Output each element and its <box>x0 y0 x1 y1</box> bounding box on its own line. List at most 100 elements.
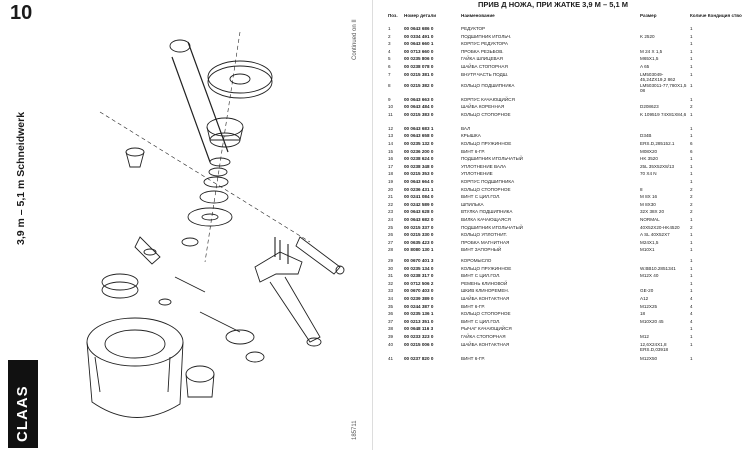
row-pos: 3 <box>388 41 391 47</box>
row-size: ERS.D,285152.1 <box>640 141 675 146</box>
row-part-number: 00 0215 006 0 <box>404 341 434 347</box>
row-part-number: 00 0670 401 3 <box>404 258 434 263</box>
row-pos: 10 <box>388 104 394 110</box>
row-pos: 12 <box>388 125 394 131</box>
row-pos: 36 <box>388 311 394 317</box>
row-name: РЕМЕНЬ КЛИНОВОЙ <box>461 280 508 286</box>
row-name: ВИНТ С ЦИЛ.ГОЛ. <box>461 273 501 279</box>
row-size: A12 <box>640 296 649 301</box>
row-part-number: 00 0235 806 0 <box>404 56 434 62</box>
row-part-number: 00 0235 136 1 <box>404 311 434 317</box>
row-name: ШПИЛЬКА <box>461 201 484 207</box>
row-part-number: 00 0233 323 0 <box>404 334 434 339</box>
section-title: 3,9 m – 5,1 m Schneidwerk <box>15 111 27 245</box>
row-pos: 39 <box>388 334 394 339</box>
row-part-number: 00 0238 078 0 <box>404 64 434 69</box>
row-quantity: 4 <box>690 311 693 317</box>
row-size: M 8X30 <box>640 201 656 207</box>
row-quantity: 2 <box>690 186 693 192</box>
row-name: ВИНТ С ЦИЛ.ГОЛ. <box>461 194 501 200</box>
row-quantity: 1 <box>690 258 693 263</box>
row-pos: 27 <box>388 239 394 245</box>
row-quantity: 1 <box>690 82 693 88</box>
row-name: ВИНТ ЗАПОРНЫЙ <box>461 247 502 253</box>
row-size: 8 <box>640 186 643 192</box>
row-quantity: 1 <box>690 171 693 177</box>
row-size: M12 <box>640 334 649 339</box>
header-quantity: Количе Кондиция ство <box>690 13 742 18</box>
row-part-number: 00 0238 317 0 <box>404 273 434 279</box>
row-quantity: 1 <box>690 156 693 162</box>
row-pos: 24 <box>388 217 394 222</box>
row-part-number: 00 0215 381 0 <box>404 71 434 77</box>
row-name: ПОДШИПНИК ИГОЛЬЧ. <box>461 33 512 39</box>
page-number: 10 <box>10 2 33 24</box>
row-name: ПРОБКА РЕЗЬБОВ. <box>461 48 504 54</box>
row-quantity: 1 <box>690 48 693 54</box>
row-name: КОЛЬЦО СТОПОРНОЕ <box>461 186 511 192</box>
exploded-view-drawing <box>86 31 345 418</box>
row-pos: 31 <box>388 273 394 279</box>
row-name: ШАЙБА КОНТАКТНАЯ <box>461 341 510 347</box>
row-quantity: 1 <box>690 111 693 117</box>
row-pos: 34 <box>388 296 394 301</box>
row-part-number: 00 8080 130 1 <box>404 247 434 253</box>
row-name: КОЛЬЦО СТОПОРНОЕ <box>461 111 511 117</box>
row-quantity: 1 <box>690 239 693 245</box>
row-quantity: 4 <box>690 318 693 324</box>
row-part-number: 00 0242 589 0 <box>404 201 434 207</box>
row-size: M24X1,5 <box>640 239 659 245</box>
row-name: ШКИВ КЛИНОРЕМЕН. <box>461 288 510 294</box>
row-part-number: 00 0215 383 0 <box>404 111 434 117</box>
row-pos: 19 <box>388 179 394 184</box>
row-name: ВАЛ <box>461 125 471 131</box>
row-part-number: 00 0643 682 0 <box>404 217 434 222</box>
row-size: M65X1,5 <box>640 56 659 62</box>
row-part-number: 00 0635 423 0 <box>404 239 434 245</box>
row-pos: 40 <box>388 341 394 347</box>
row-quantity: 2 <box>690 224 693 230</box>
row-quantity: 6 <box>690 141 693 146</box>
row-name: ПОДШИПНИК ИГОЛЬЧАТЫЙ <box>461 224 523 230</box>
row-part-number: 00 0239 389 0 <box>404 296 434 301</box>
row-pos: 6 <box>388 64 391 69</box>
row-pos: 41 <box>388 355 394 361</box>
row-quantity: 1 <box>690 33 693 39</box>
row-size: D34B <box>640 133 652 139</box>
row-quantity: 1 <box>690 326 693 332</box>
document-number: 185711 <box>352 420 358 440</box>
row-name: ВИНТ 6-ГР. <box>461 355 485 361</box>
row-quantity: 4 <box>690 296 693 301</box>
row-quantity: 1 <box>690 341 693 347</box>
row-size: M08X20 <box>640 148 658 154</box>
row-quantity: 6 <box>690 148 693 154</box>
row-name: ШАЙБА КОНТАКТНАЯ <box>461 296 510 301</box>
row-name: ВИНТ 6-ГР. <box>461 148 485 154</box>
row-part-number: 00 0334 491 0 <box>404 33 434 39</box>
row-pos: 23 <box>388 209 394 215</box>
row-name: ШАЙБА СТОПОРНАЯ <box>461 64 508 69</box>
row-name: КОЛЬЦО ПОДШИПНИКА <box>461 82 515 88</box>
row-name: ГАЙКА СТОПОРНАЯ <box>461 334 506 339</box>
row-name: ВИЛКА КАЧАЮЩАЯСЯ <box>461 217 511 222</box>
header-pos: Поз. <box>388 13 398 18</box>
row-name: КОРПУС ПОДШИПНИКА <box>461 179 515 184</box>
row-quantity: 2 <box>690 194 693 200</box>
row-size: LM503049-45,24ZX19,2 862 <box>640 71 676 82</box>
row-name: КОРПУС КАЧАЮЩИЙСЯ <box>461 96 515 102</box>
row-quantity: 1 <box>690 265 693 271</box>
row-pos: 7 <box>388 71 391 77</box>
row-pos: 17 <box>388 163 394 169</box>
row-part-number: 00 0215 353 0 <box>404 171 434 177</box>
row-quantity: 1 <box>690 217 693 222</box>
row-size: K 109519 74X81X84,6 <box>640 111 687 117</box>
row-name: ШАЙБА КОРЕННАЯ <box>461 104 505 110</box>
row-name: КОЛЬЦО СТОПОРНОЕ <box>461 311 511 317</box>
row-pos: 35 <box>388 303 394 309</box>
row-name: РЕДУКТОР <box>461 26 486 31</box>
row-part-number: 00 0236 200 0 <box>404 148 434 154</box>
row-size: M10X20 45 <box>640 318 664 324</box>
row-pos: 38 <box>388 326 394 332</box>
row-pos: 32 <box>388 280 394 286</box>
row-pos: 37 <box>388 318 394 324</box>
